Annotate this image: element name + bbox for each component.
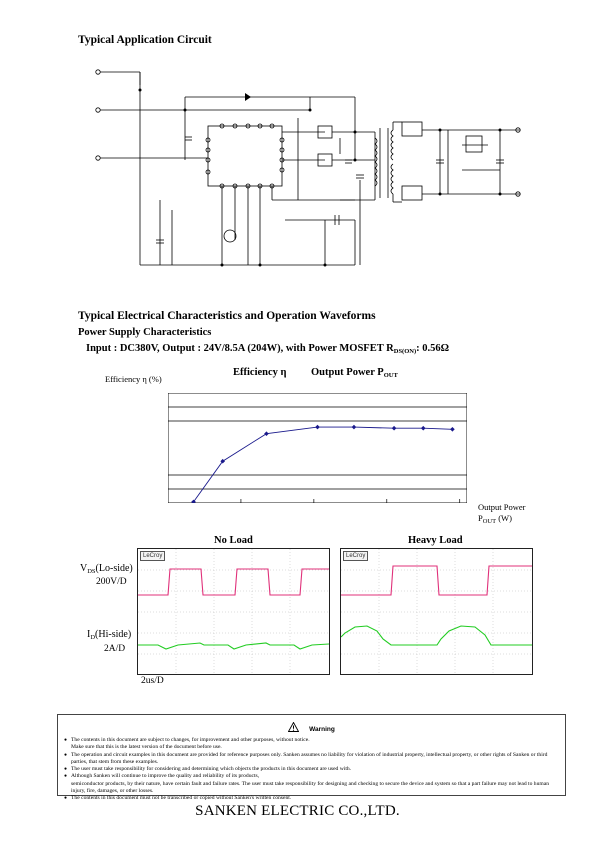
chart-frame [168, 393, 467, 503]
xlabel-main: P [478, 513, 483, 523]
scope-heavy-load-trace [340, 549, 532, 674]
vds-label: VDS(Lo-side) [80, 563, 133, 575]
conditions-suffix: : 0.56Ω [416, 343, 450, 354]
conditions-text: Input : DC380V, Output : 24V/8.5A (204W)… [86, 343, 394, 354]
warning-item: Although Sanken will continue to improve… [62, 773, 559, 781]
xlabel-unit: (W) [496, 513, 512, 523]
chart-xlabel-line2: POUT (W) [478, 513, 512, 525]
chart-title-power: Output Power POUT [311, 367, 398, 379]
id-label: ID(Hi-side) [87, 629, 131, 641]
xlabel-sub: OUT [482, 518, 497, 525]
time-scale: 2us/D [141, 676, 164, 686]
scope-brand-label: LeCroy [140, 551, 166, 561]
efficiency-point [315, 424, 320, 430]
warning-title: Warning [309, 726, 335, 733]
scope-brand-label: LeCroy [343, 551, 369, 561]
vds-rest: (Lo-side) [95, 563, 133, 574]
vds-sub: DS [87, 568, 96, 575]
id-rest: (Hi-side) [95, 629, 132, 640]
chart-title-efficiency: Efficiency η [233, 367, 287, 378]
scope-no-load-trace [138, 549, 330, 674]
warning-header: Warning [58, 718, 565, 736]
vds-main: V [80, 563, 88, 574]
warning-box: Warning The contents in this document ar… [57, 714, 566, 803]
power-supply-subtitle: Power Supply Characteristics [78, 327, 212, 338]
conditions-subscript: DS(ON) [393, 348, 417, 355]
no-load-title: No Load [214, 535, 253, 546]
vds-scale: 200V/D [96, 577, 127, 587]
warning-item: The user must take responsibility for co… [62, 766, 559, 774]
efficiency-line [193, 426, 453, 503]
test-conditions: Input : DC380V, Output : 24V/8.5A (204W)… [86, 343, 449, 355]
warning-item: The contents in this document are subjec… [62, 737, 559, 745]
warning-item: Make sure that this is the latest versio… [71, 744, 222, 751]
warning-item: semiconductor products, by their nature,… [71, 780, 550, 795]
heavy-load-title: Heavy Load [408, 535, 463, 546]
id-sub: D [90, 634, 96, 641]
application-circuit-diagram [95, 69, 521, 267]
chart-xlabel-line1: Output Power [478, 502, 526, 512]
characteristics-section-title: Typical Electrical Characteristics and O… [78, 310, 376, 322]
warning-triangle-icon [287, 721, 300, 732]
company-footer: SANKEN ELECTRIC CO.,LTD. [195, 803, 400, 819]
warning-list: The contents in this document are subjec… [62, 737, 559, 803]
warning-item: The contents in this document must not b… [62, 795, 559, 803]
circuit-section-title: Typical Application Circuit [78, 34, 212, 46]
id-main: I [87, 629, 91, 640]
id-scale: 2A/D [104, 644, 126, 654]
efficiency-point [191, 499, 196, 503]
efficiency-point [391, 425, 397, 431]
scope-no-load: LeCroy [137, 548, 330, 675]
chart-title-power-sub: OUT [383, 372, 398, 379]
warning-item: The operation and circuit examples in th… [62, 752, 559, 767]
scope-heavy-load: LeCroy [340, 548, 533, 675]
efficiency-chart [168, 393, 467, 503]
chart-ylabel: Efficiency η (%) [105, 374, 162, 384]
efficiency-point [351, 424, 357, 430]
chart-title-power-main: Output Power P [311, 367, 384, 378]
